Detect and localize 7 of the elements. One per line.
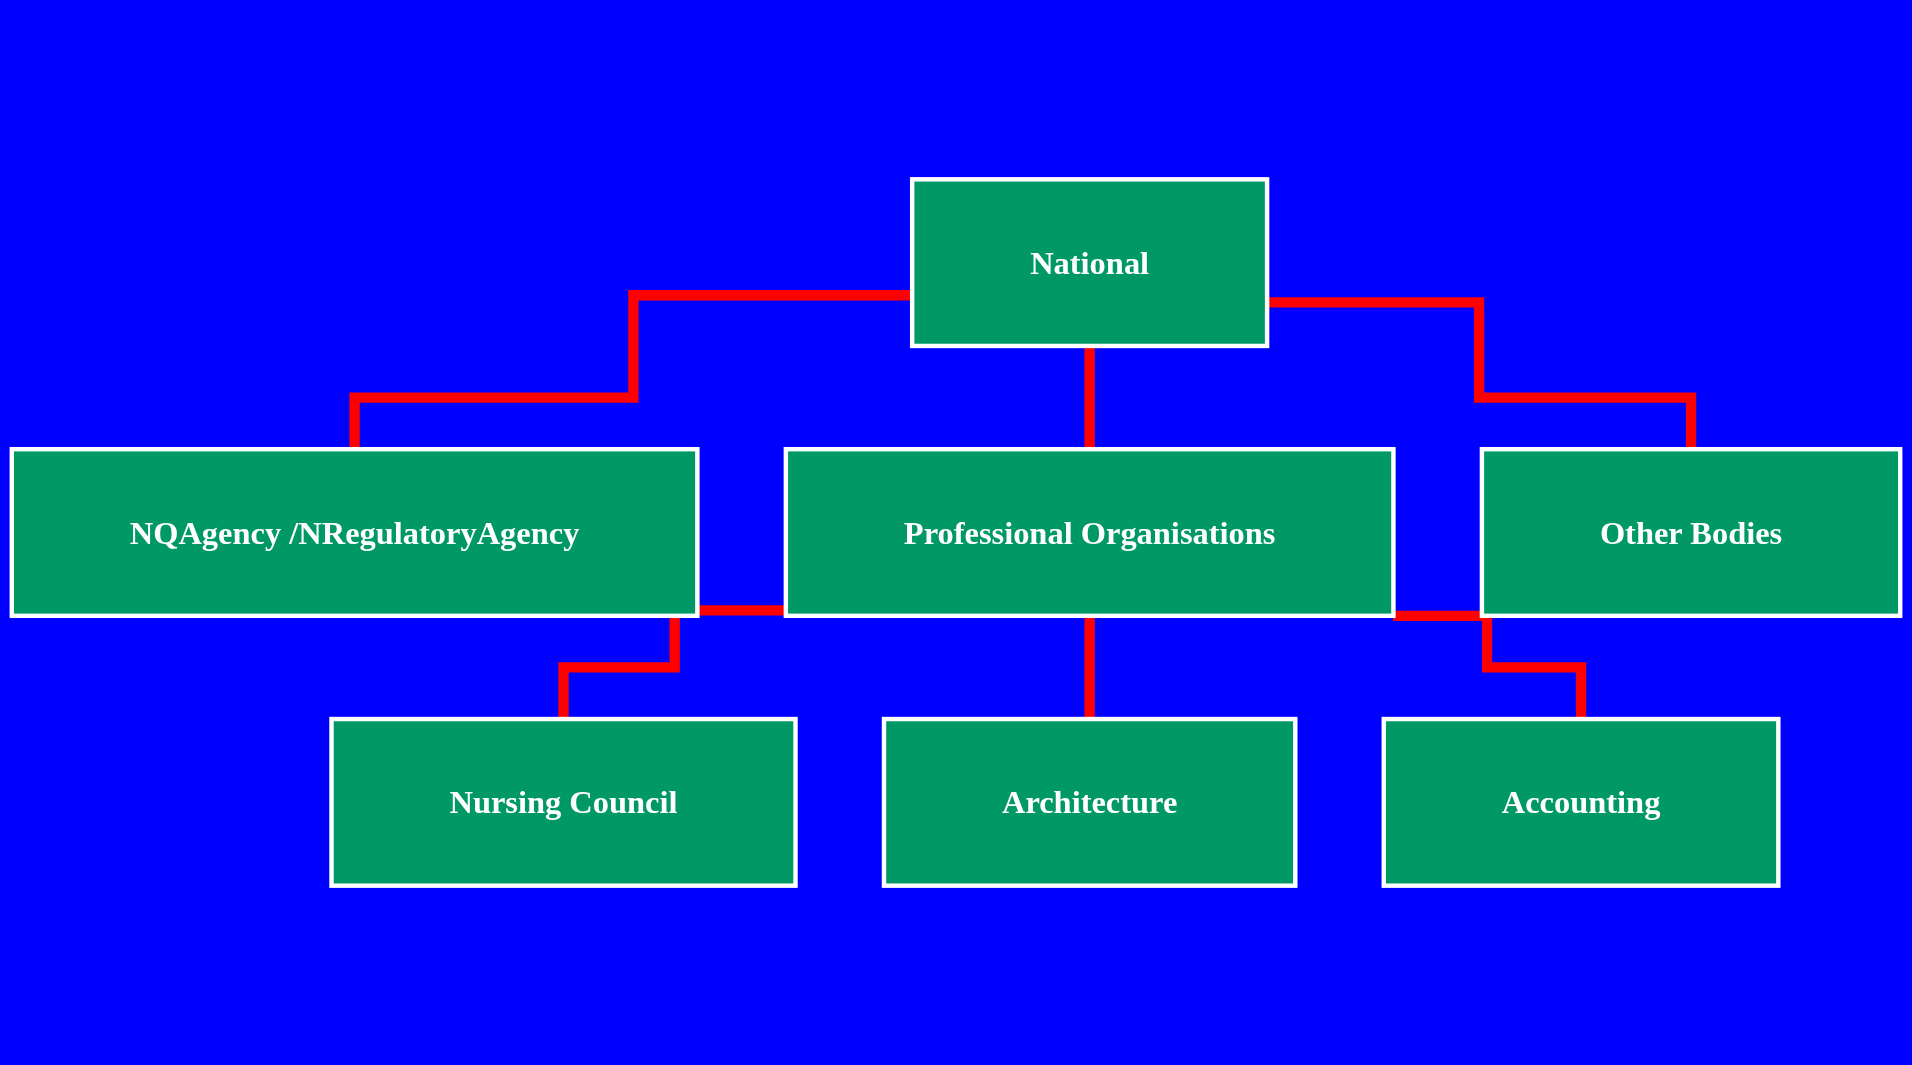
node-box: Other Bodies <box>1479 446 1903 619</box>
node-box: Accounting <box>1381 716 1781 888</box>
node-box: Architecture <box>881 716 1298 888</box>
node-box: National <box>909 177 1270 349</box>
node-box: NQAgency /NRegulatoryAgency <box>9 446 700 619</box>
node-box: Professional Organisations <box>783 446 1396 619</box>
node-box: Nursing Council <box>329 716 798 888</box>
